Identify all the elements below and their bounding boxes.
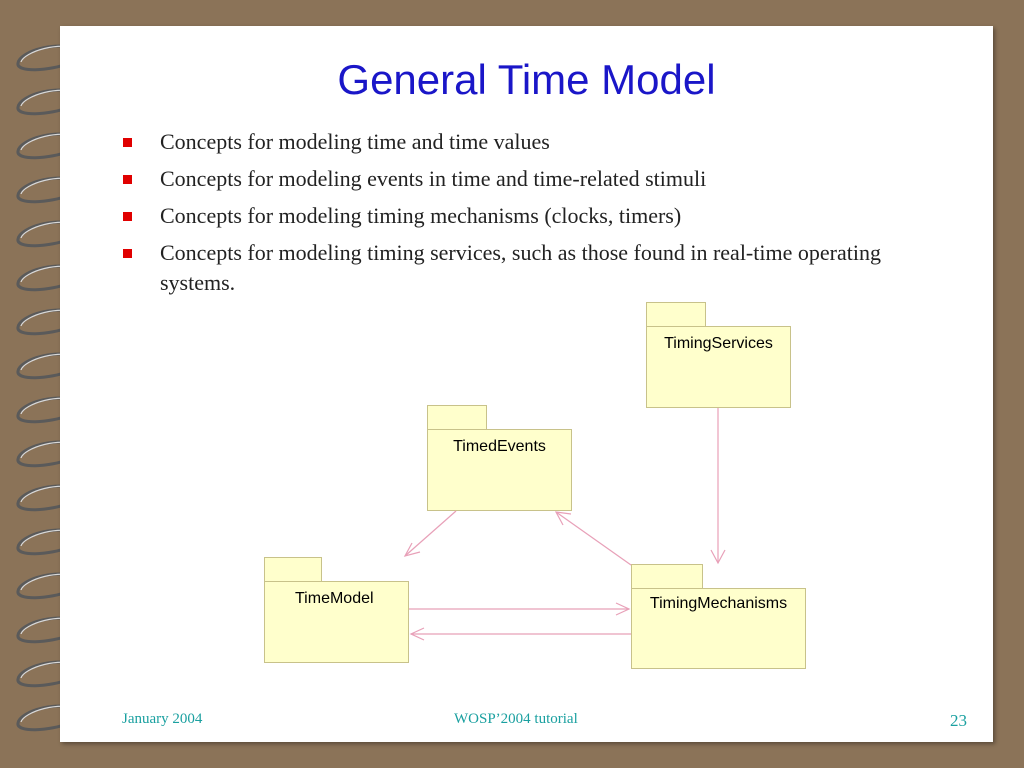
arrow-head-icon bbox=[554, 511, 572, 526]
arrow-head-icon bbox=[615, 602, 631, 616]
footer-date: January 2004 bbox=[122, 711, 203, 727]
footer-page-number: 23 bbox=[950, 711, 967, 730]
list-item: Concepts for modeling timing mechanisms … bbox=[122, 201, 932, 231]
dependency-arrow bbox=[404, 510, 457, 557]
package-timed-events[interactable]: TimedEvents bbox=[427, 429, 572, 511]
package-label: TimingServices bbox=[664, 335, 773, 352]
package-timing-mechanisms[interactable]: TimingMechanisms bbox=[631, 588, 806, 669]
package-tab bbox=[264, 557, 322, 583]
arrow-head-icon bbox=[710, 549, 726, 565]
package-label: TimedEvents bbox=[453, 438, 546, 455]
bullet-square-icon bbox=[123, 249, 132, 258]
page-title: General Time Model bbox=[337, 56, 716, 103]
arrow-head-icon bbox=[403, 542, 421, 557]
slide-page bbox=[60, 26, 993, 742]
footer-event: WOSP’2004 tutorial bbox=[454, 711, 578, 727]
dependency-arrow bbox=[555, 511, 632, 566]
bullet-square-icon bbox=[123, 212, 132, 221]
list-item: Concepts for modeling timing services, s… bbox=[122, 238, 932, 298]
package-tab bbox=[646, 302, 706, 328]
package-tab bbox=[427, 405, 487, 431]
package-label: TimeModel bbox=[295, 590, 374, 607]
list-item: Concepts for modeling time and time valu… bbox=[122, 127, 932, 157]
list-item: Concepts for modeling events in time and… bbox=[122, 164, 932, 194]
package-label: TimingMechanisms bbox=[649, 595, 788, 612]
bullet-square-icon bbox=[123, 138, 132, 147]
bullet-list: Concepts for modeling time and time valu… bbox=[122, 127, 932, 305]
arrow-head-icon bbox=[409, 627, 425, 641]
bullet-square-icon bbox=[123, 175, 132, 184]
package-time-model[interactable]: TimeModel bbox=[264, 581, 409, 663]
package-timing-services[interactable]: TimingServices bbox=[646, 326, 791, 408]
